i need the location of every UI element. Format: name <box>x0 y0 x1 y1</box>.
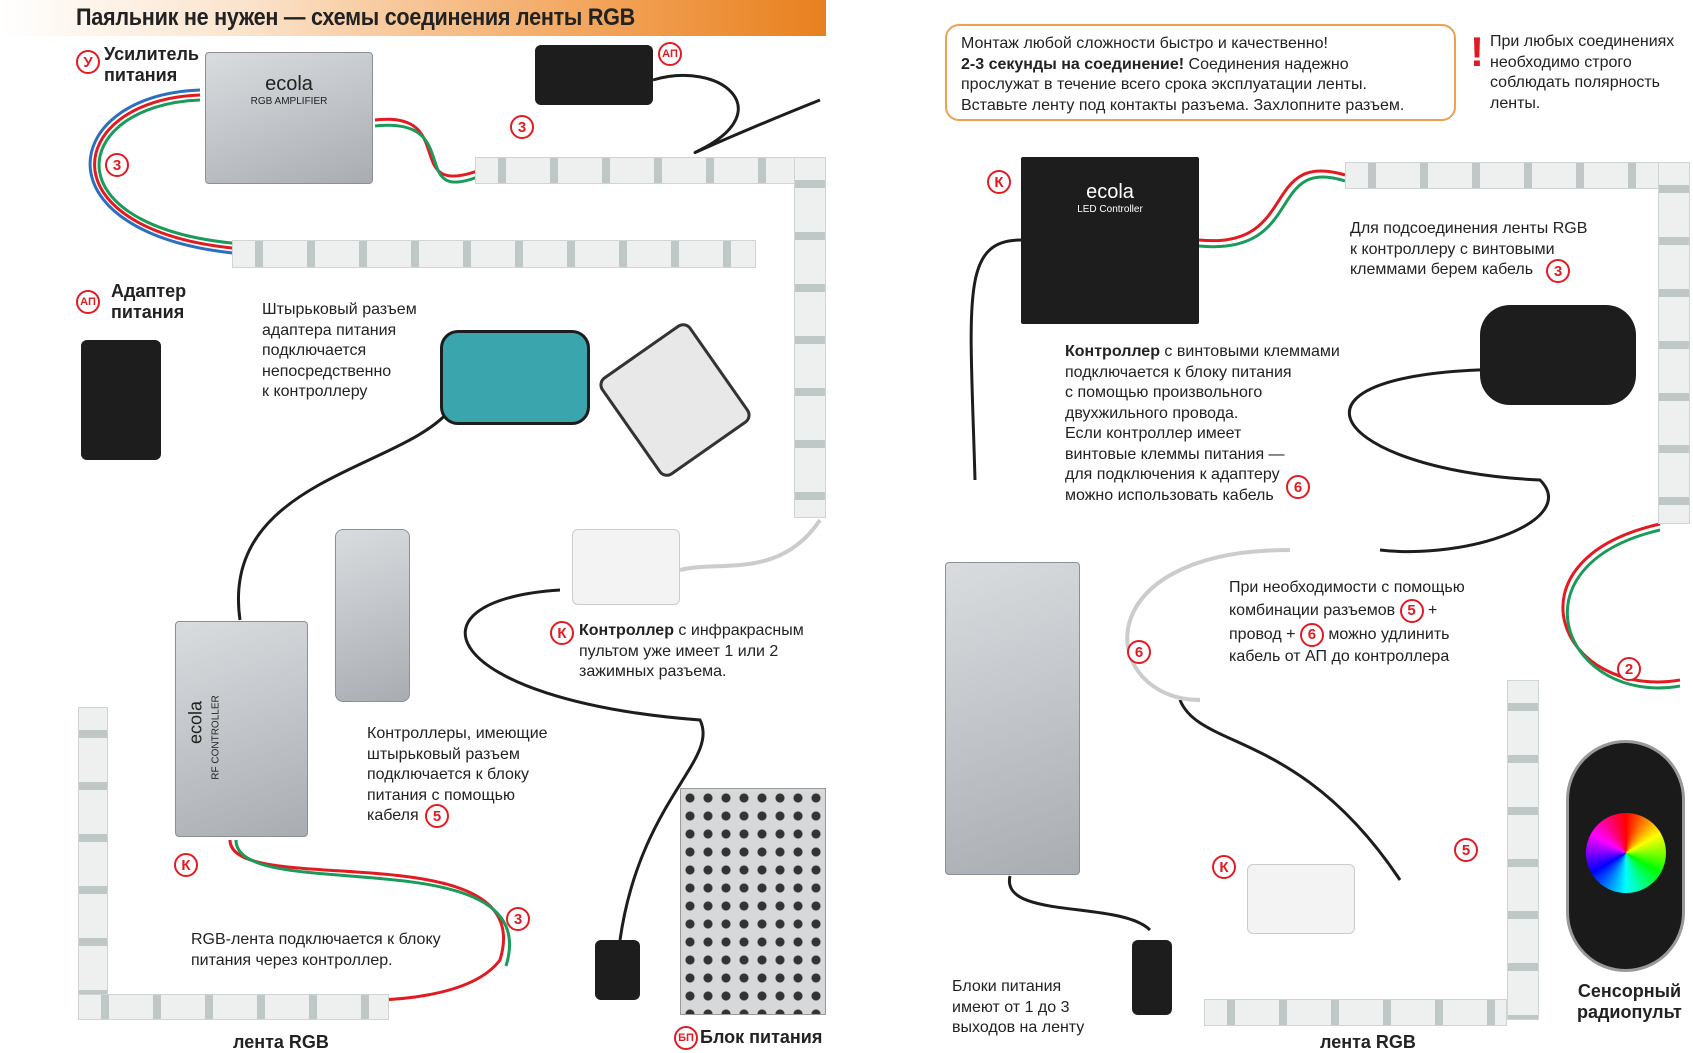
amplifier-brand: ecola <box>265 73 313 95</box>
rgb-cable <box>97 98 261 247</box>
led-strip <box>1204 999 1507 1026</box>
ir-controller <box>572 529 680 605</box>
cable-badge: 2 <box>1617 657 1641 681</box>
ir-controller <box>1247 864 1355 934</box>
adapter-label: Адаптер питания <box>111 281 187 322</box>
led-strip <box>1658 162 1690 524</box>
led-strip <box>1345 162 1665 189</box>
info-bold: 2-3 секунды на соединение! <box>961 55 1185 73</box>
amplifier-label: Усилитель питания <box>104 44 199 85</box>
power-plug <box>595 940 640 1000</box>
cable-badge: 5 <box>425 804 449 828</box>
psu-badge: БП <box>674 1026 698 1050</box>
rgb-cable <box>88 88 261 257</box>
rgb-cable <box>374 117 481 178</box>
warning-text: При любых соединениях необходимо строго … <box>1490 33 1675 112</box>
ir-controller-text: Контроллер с инфракрасным пультом уже им… <box>579 621 839 683</box>
pin-controller-text: Контроллеры, имеющие штырьковый разъем п… <box>367 725 548 824</box>
psu-outputs-text: Блоки питания имеют от 1 до 3 выходов на… <box>952 978 1085 1036</box>
extend-line: При необходимости с помощью комбинации р… <box>1229 579 1465 619</box>
info-rest: Соединения надежно прослужат в течение в… <box>961 55 1405 114</box>
amplifier-badge: У <box>76 50 100 74</box>
connect-text: Для подсоединения ленты RGB к контроллер… <box>1350 220 1588 278</box>
warning-icon: ! <box>1470 28 1484 75</box>
ir-controller-title: Контроллер <box>579 622 674 639</box>
title-bar <box>0 0 826 36</box>
rgb-cable <box>93 93 261 252</box>
pin-connector-text: Штырьковый разъем адаптера питания подкл… <box>262 301 417 400</box>
screw-title: Контроллер <box>1065 343 1160 360</box>
led-controller: ecola LED Controller <box>1021 157 1199 324</box>
info-line: Монтаж любой сложности быстро и качестве… <box>961 35 1328 52</box>
cable-badge: 5 <box>1454 838 1478 862</box>
controller-badge: К <box>550 621 574 645</box>
wall-adapter <box>1480 305 1636 405</box>
rgb-cable <box>1198 175 1346 249</box>
rgb-cable <box>1561 522 1681 684</box>
adapter-badge: АП <box>76 290 100 314</box>
info-box: Монтаж любой сложности быстро и качестве… <box>945 24 1456 121</box>
power-supply <box>680 788 826 1015</box>
rgb-cable <box>374 123 481 184</box>
cable-badge: 6 <box>1127 640 1151 664</box>
wall-adapter <box>81 340 161 460</box>
strip-label: лента RGB <box>233 1032 329 1052</box>
cable-badge: 3 <box>1546 259 1570 283</box>
rgb-cable <box>1565 528 1681 690</box>
screw-desc: с винтовыми клеммами подключается к блок… <box>1065 343 1340 504</box>
page-title: Паяльник не нужен — схемы соединения лен… <box>76 4 636 31</box>
cable-badge: 3 <box>105 153 129 177</box>
rgb-strip-text: RGB-лента подключается к блоку питания ч… <box>191 931 441 969</box>
cable-badge: 3 <box>506 907 530 931</box>
rgb-cable <box>234 839 511 967</box>
rf-remote <box>335 529 410 702</box>
touch-remote <box>1566 740 1685 972</box>
boombox-illustration <box>440 330 590 425</box>
led-strip <box>794 157 826 518</box>
screw-controller-text: Контроллер с винтовыми клеммами подключа… <box>1065 342 1340 506</box>
power-plug <box>1132 940 1172 1015</box>
led-strip <box>475 157 805 184</box>
rf-name: RF CONTROLLER <box>210 695 222 780</box>
controller-badge: К <box>1212 855 1236 879</box>
extend-line: провод + <box>1229 625 1296 643</box>
cable-badge: 3 <box>510 115 534 139</box>
cable-badge: 5 <box>1399 598 1424 623</box>
led-strip <box>1507 680 1539 1020</box>
rgb-cable <box>228 839 505 1002</box>
color-wheel[interactable] <box>1585 813 1666 893</box>
led-strip <box>78 994 389 1020</box>
extend-text: При необходимости с помощью комбинации р… <box>1229 579 1465 665</box>
psu-label: Блок питания <box>700 1027 823 1047</box>
extend-line: можно удлинить кабель от АП до контролле… <box>1229 625 1450 665</box>
cable-badge: 6 <box>1286 475 1310 499</box>
rf-controller: ecola RF CONTROLLER <box>175 621 308 837</box>
power-adapter <box>535 45 653 105</box>
remote-label: Сенсорный радиопульт <box>1577 981 1682 1022</box>
led-strip <box>232 240 756 268</box>
rgb-cable <box>1198 169 1346 243</box>
cable-badge: 6 <box>1299 622 1324 647</box>
amplifier-name: RGB AMPLIFIER <box>250 96 328 107</box>
controller-badge: К <box>174 853 198 877</box>
ir-controller-desc: с инфракрасным пультом уже имеет 1 или 2… <box>579 622 804 680</box>
rf-brand: ecola <box>185 700 206 745</box>
waterproof-power-supply <box>945 562 1080 875</box>
adapter-badge: АП <box>658 42 682 66</box>
led-brand: ecola <box>1086 181 1134 203</box>
led-strip <box>78 707 108 1007</box>
led-name: LED Controller <box>1077 204 1143 215</box>
controller-badge: К <box>987 170 1011 194</box>
rgb-amplifier: ecola RGB AMPLIFIER <box>205 52 373 184</box>
strip-label: лента RGB <box>1320 1032 1416 1052</box>
